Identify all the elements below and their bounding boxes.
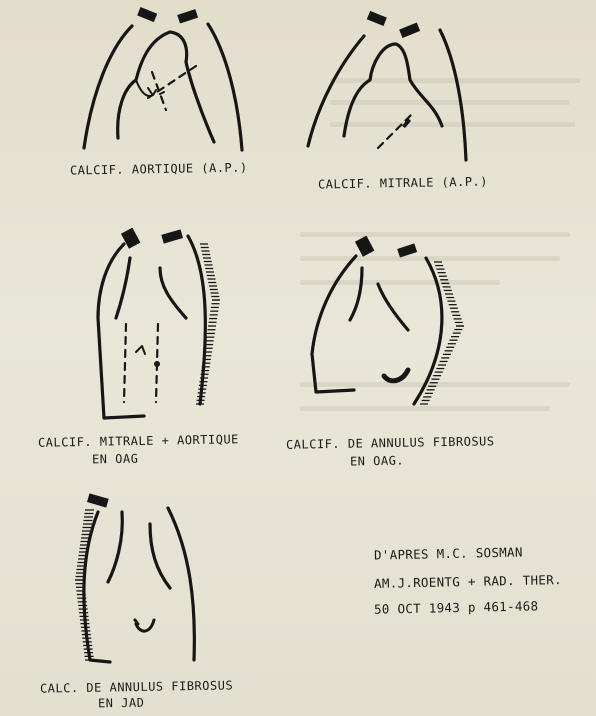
annulus-calcification [135, 620, 154, 631]
calcification-dot [154, 361, 160, 367]
lung-outline-left [308, 36, 364, 146]
heart-outline-left [108, 512, 122, 582]
clavicle-mark [355, 236, 374, 257]
heart-outline-left [116, 258, 130, 318]
clavicle-mark [161, 229, 183, 243]
panel-annulus-oag [312, 236, 464, 404]
reference-author: D'APRES M.C. SOSMAN [374, 544, 523, 562]
heart-outline [344, 44, 442, 136]
panel-mitral-aortic-oag [98, 228, 220, 418]
heart-outline [350, 268, 408, 330]
clavicle-mark [399, 23, 420, 38]
heart-outline-right [160, 268, 186, 318]
clavicle-mark [397, 243, 417, 257]
lung-outline-left [98, 244, 144, 418]
clavicle-mark [367, 11, 387, 26]
lung-outline-right [188, 236, 205, 404]
calcification-dashes [124, 324, 158, 402]
annulus-calcification [384, 370, 408, 381]
lung-outline-right [208, 24, 242, 150]
calcification-mark [136, 346, 145, 354]
caption-mitral-ap: CALCIF. MITRALE (A.P.) [318, 175, 488, 192]
panel-aortic-ap [84, 7, 242, 150]
caption-mitral-aortic-oag-line2: EN OAG [92, 452, 139, 467]
panel-annulus-jad [75, 493, 194, 662]
lung-outline-left [84, 26, 132, 148]
clavicle-mark [137, 7, 157, 22]
lung-outline-right [168, 508, 194, 660]
caption-annulus-jad-line2: EN JAD [98, 696, 145, 711]
heart-outline [118, 32, 214, 142]
clavicle-mark [177, 9, 198, 23]
heart-outline-right [150, 524, 170, 588]
lung-outline-right [440, 30, 466, 160]
lung-outline-left [312, 256, 356, 392]
calcification-dashes [378, 112, 414, 148]
caption-annulus-oag-line2: EN OAG. [350, 454, 404, 469]
panel-mitral-ap [308, 11, 466, 160]
clavicle-mark [87, 493, 109, 507]
